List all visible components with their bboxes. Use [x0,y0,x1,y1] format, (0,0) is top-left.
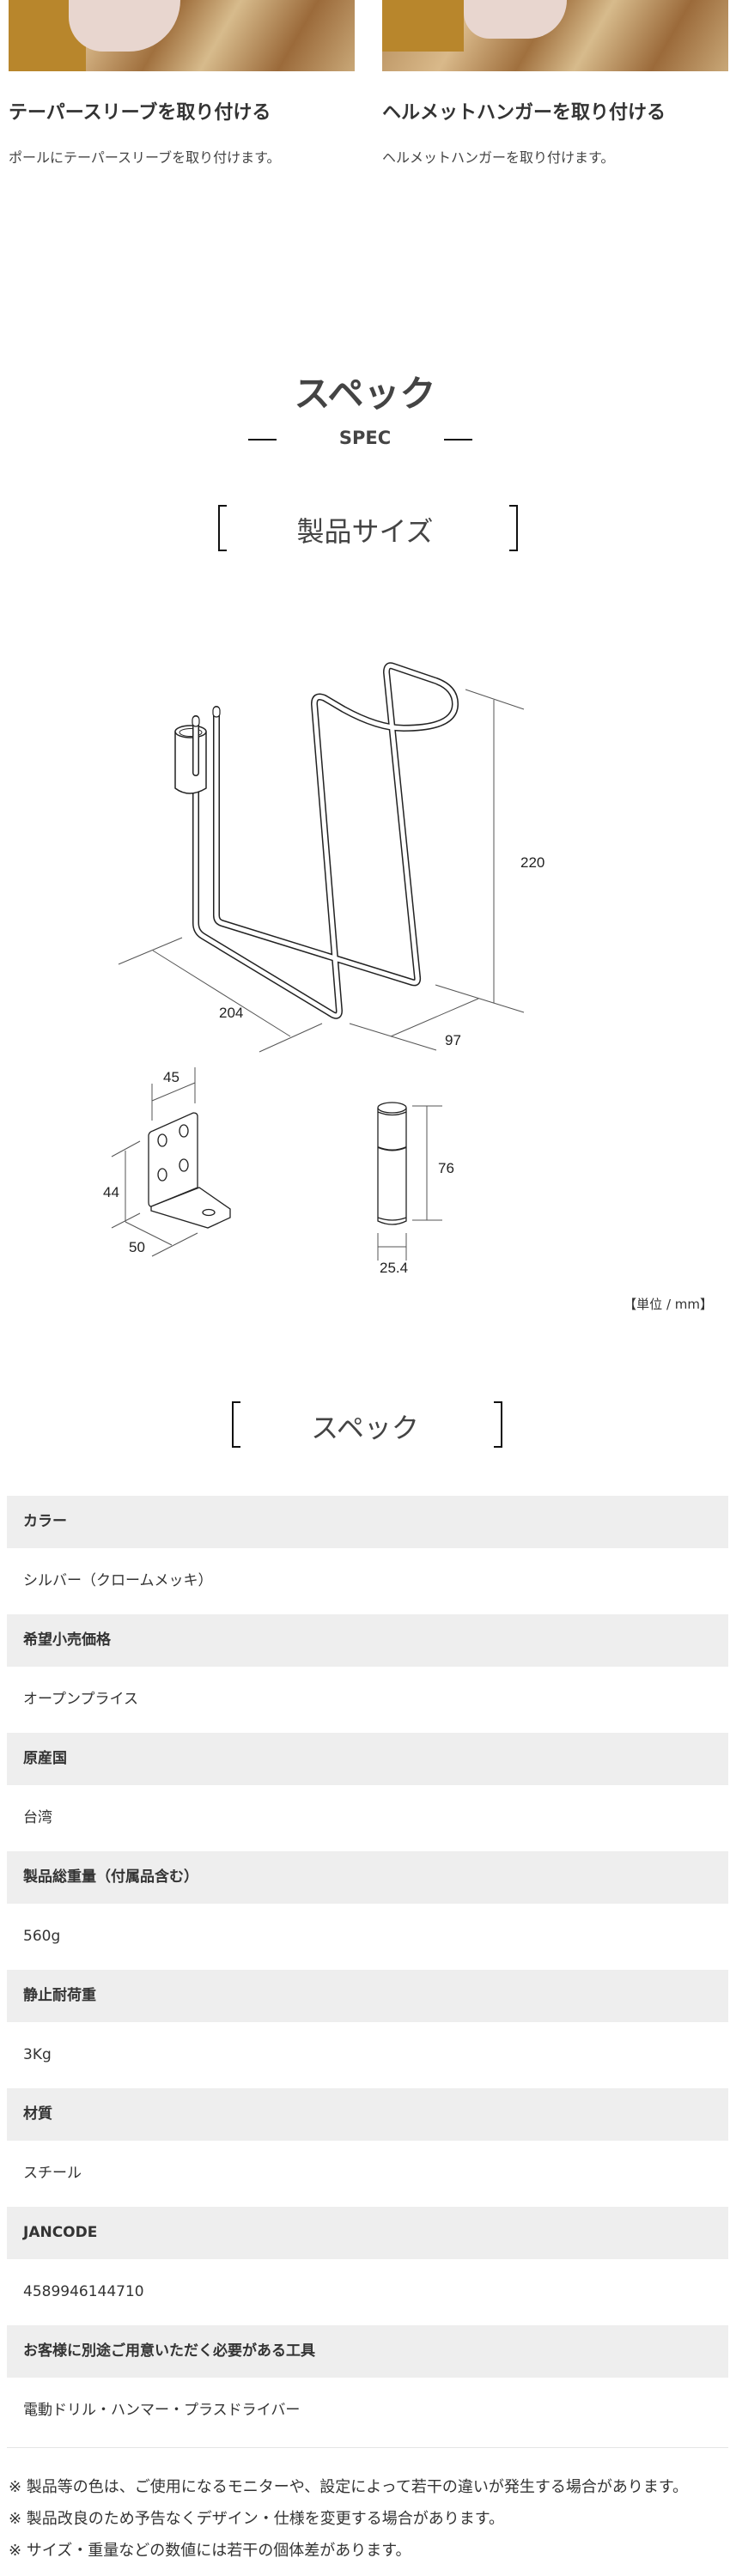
unit-label: 【単位 / mm】 [624,1297,713,1312]
dim-bracket-width: 45 [163,1069,179,1085]
spec-value: 3Kg [23,2046,52,2063]
size-heading: 製品サイズ [296,515,434,548]
spec-label: 原産国 [7,1733,728,1785]
dim-sleeve-diameter: 25.4 [380,1260,408,1276]
bracket-right [509,505,518,551]
step-title: テーパースリーブを取り付ける [9,102,271,124]
dim-depth: 97 [445,1032,461,1048]
dim-width: 204 [219,1005,243,1021]
step-desc: ポールにテーパースリーブを取り付けます。 [9,149,281,166]
dim-bracket-height: 44 [103,1184,119,1200]
spec-label: 希望小売価格 [7,1614,728,1667]
step-title: ヘルメットハンガーを取り付ける [382,102,666,124]
bracket-left [218,505,227,551]
spec-value: 4589946144710 [23,2283,144,2300]
note: ※ 製品等の色は、ご使用になるモニターや、設定によって若干の違いが発生する場合が… [9,2478,689,2496]
divider [248,439,277,440]
spec-value: 台湾 [23,1809,52,1826]
spec-label: 製品総重量（付属品含む） [7,1851,728,1904]
spec-label: 静止耐荷重 [7,1970,728,2022]
spec-value: スチール [23,2165,82,2182]
bracket-left [232,1401,240,1448]
step-photo-taper-sleeve [9,0,355,71]
dim-bracket-depth: 50 [129,1239,145,1255]
taper-sleeve-drawing [377,1102,407,1225]
spec-heading: スペック [311,1412,419,1444]
divider [444,439,472,440]
spec-label: 材質 [7,2088,728,2141]
section-title: スペック [294,373,436,415]
helmet-hanger-drawing [174,662,459,1019]
spec-value: 560g [23,1928,61,1945]
dimension-lines [111,689,525,1261]
section-subtitle: SPEC [338,428,392,448]
spec-label: JANCODE [7,2207,728,2259]
note: ※ サイズ・重量などの数値には若干の個体差があります。 [9,2542,411,2560]
note: ※ 製品改良のため予告なくデザイン・仕様を変更する場合があります。 [9,2510,505,2528]
dim-sleeve-height: 76 [438,1160,454,1176]
bracket-drawing [148,1112,231,1229]
size-diagram: 220 204 97 45 44 50 76 25.4 [103,662,544,1276]
step-photo-helmet-hanger [382,0,728,71]
spec-label: お客様に別途ご用意いただく必要がある工具 [7,2325,728,2378]
step-desc: ヘルメットハンガーを取り付けます。 [382,149,615,166]
spec-value: 電動ドリル・ハンマー・プラスドライバー [23,2402,301,2419]
dim-height: 220 [520,854,544,871]
spec-label: カラー [7,1496,728,1548]
divider [7,2447,728,2448]
bracket-right [494,1401,502,1448]
notes: ※ 製品等の色は、ご使用になるモニターや、設定によって若干の違いが発生する場合が… [9,2471,721,2567]
spec-value: シルバー（クロームメッキ） [23,1572,213,1589]
spec-value: オープンプライス [23,1691,138,1708]
